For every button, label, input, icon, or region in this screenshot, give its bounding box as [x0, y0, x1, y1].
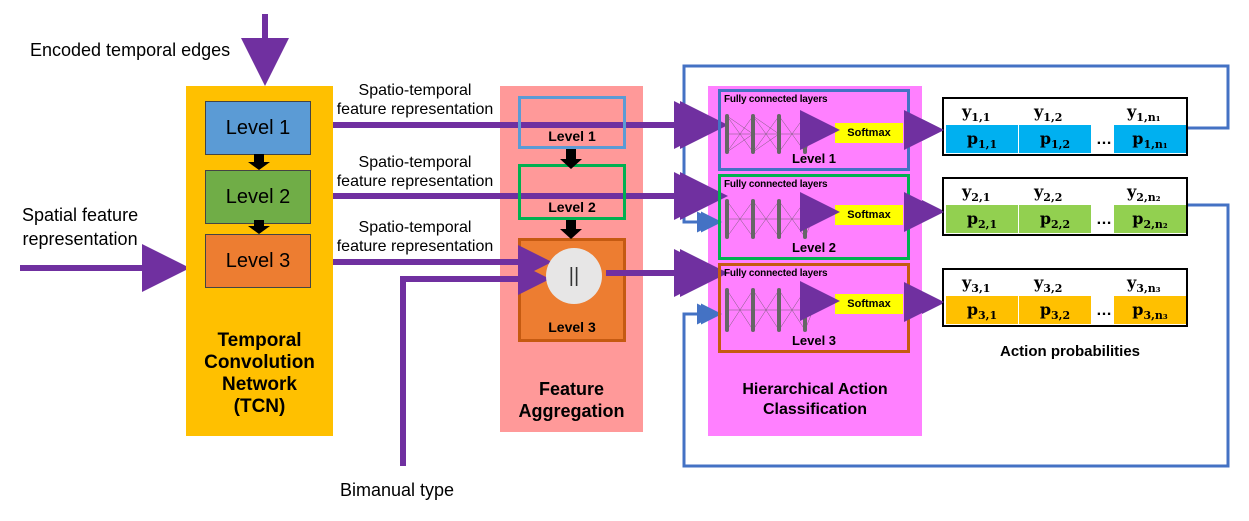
prob-cell: p2,1	[946, 205, 1018, 233]
prob-cell: p2,2	[1019, 205, 1091, 233]
action-probabilities-caption: Action probabilities	[1000, 343, 1141, 360]
tcn-title: Temporal Convolution Network (TCN)	[204, 330, 315, 417]
concat-node: ||	[546, 248, 602, 304]
bimanual-type-label: Bimanual type	[340, 480, 455, 500]
prob-cell: p3,1	[946, 296, 1018, 324]
fa-down-arrows	[560, 149, 582, 239]
fa-title: Feature Aggregation	[518, 379, 625, 421]
softmax-2: Softmax	[835, 205, 903, 225]
output-row-2: y2,1 y2,2 y2,n₂ p2,1 p2,2 … p2,n₂	[942, 177, 1188, 236]
fa-level-1-box: Level 1	[518, 96, 626, 149]
output-row-1: y1,1 y1,2 y1,n₁ p1,1 p1,2 … p1,n₁	[942, 97, 1188, 156]
prob-cell: p2,n₂	[1114, 205, 1186, 233]
softmax-3: Softmax	[835, 294, 903, 314]
prob-cell: p1,n₁	[1114, 125, 1186, 153]
tcn-down-arrows	[248, 154, 270, 234]
output-row-3: y3,1 y3,2 y3,n₃ p3,1 p3,2 … p3,n₃	[942, 268, 1188, 327]
tcn-level-3: Level 3	[205, 234, 311, 288]
prob-cell: p3,2	[1019, 296, 1091, 324]
spatio-temporal-label-3: Spatio-temporal feature representation	[336, 219, 494, 255]
prob-cell: p1,1	[946, 125, 1018, 153]
feedback-loops	[682, 64, 1230, 468]
softmax-1: Softmax	[835, 123, 903, 143]
hac-title: Hierarchical Action Classification	[742, 381, 888, 418]
prob-cell: p3,n₃	[1114, 296, 1186, 324]
tcn-level-1: Level 1	[205, 101, 311, 155]
spatio-temporal-label-1: Spatio-temporal feature representation	[336, 82, 494, 118]
tcn-level-2: Level 2	[205, 170, 311, 224]
encoded-edges-label: Encoded temporal edges	[30, 40, 231, 60]
spatial-feature-label: Spatial feature representation	[22, 205, 139, 249]
spatio-temporal-label-2: Spatio-temporal feature representation	[336, 154, 494, 190]
prob-cell: p1,2	[1019, 125, 1091, 153]
